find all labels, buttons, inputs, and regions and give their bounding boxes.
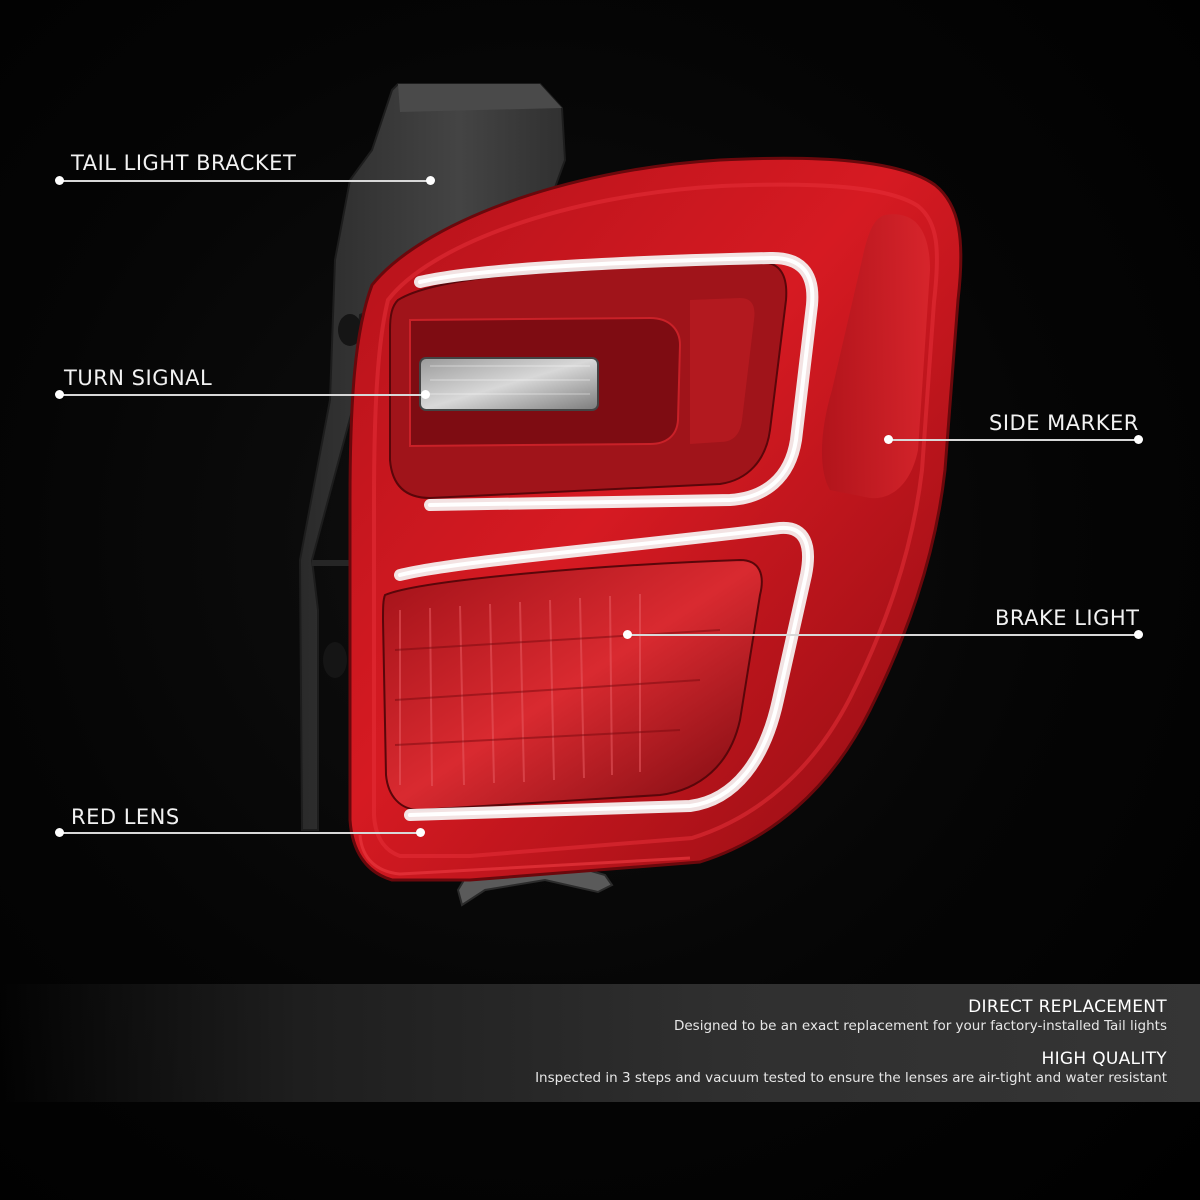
callout-dot-turn-signal-end xyxy=(421,390,430,399)
callout-line-red-lens xyxy=(60,832,420,834)
feature-info-band xyxy=(0,984,1200,1102)
callout-dot-bracket-end xyxy=(426,176,435,185)
callout-dot-brake-light-start xyxy=(1134,630,1143,639)
callout-label-brake-light: BRAKE LIGHT xyxy=(995,606,1140,630)
callout-dot-red-lens-end xyxy=(416,828,425,837)
callout-dot-side-marker-end xyxy=(884,435,893,444)
callout-line-bracket xyxy=(60,180,430,182)
callout-dot-side-marker-start xyxy=(1134,435,1143,444)
callout-dot-bracket-start xyxy=(55,176,64,185)
callout-dot-brake-light-end xyxy=(623,630,632,639)
callout-line-turn-signal xyxy=(60,394,425,396)
callout-label-red-lens: RED LENS xyxy=(71,805,180,829)
lower-chamber xyxy=(381,521,815,821)
feature-desc-direct-replacement: Designed to be an exact replacement for … xyxy=(673,1018,1167,1034)
callout-label-bracket: TAIL LIGHT BRACKET xyxy=(71,151,297,175)
turn-signal-lens xyxy=(419,357,599,411)
callout-line-side-marker xyxy=(889,439,1139,441)
callout-line-brake-light xyxy=(628,634,1138,636)
callout-label-side-marker: SIDE MARKER xyxy=(989,411,1139,435)
side-marker xyxy=(821,214,930,499)
lens-edge-highlight xyxy=(358,834,691,876)
feature-desc-high-quality: Inspected in 3 steps and vacuum tested t… xyxy=(535,1070,1167,1086)
callout-label-turn-signal: TURN SIGNAL xyxy=(64,366,213,390)
feature-title-high-quality: HIGH QUALITY xyxy=(1041,1049,1167,1069)
bracket-housing xyxy=(298,83,567,831)
feature-title-direct-replacement: DIRECT REPLACEMENT xyxy=(968,997,1167,1017)
callout-dot-turn-signal-start xyxy=(55,390,64,399)
callout-dot-red-lens-start xyxy=(55,828,64,837)
